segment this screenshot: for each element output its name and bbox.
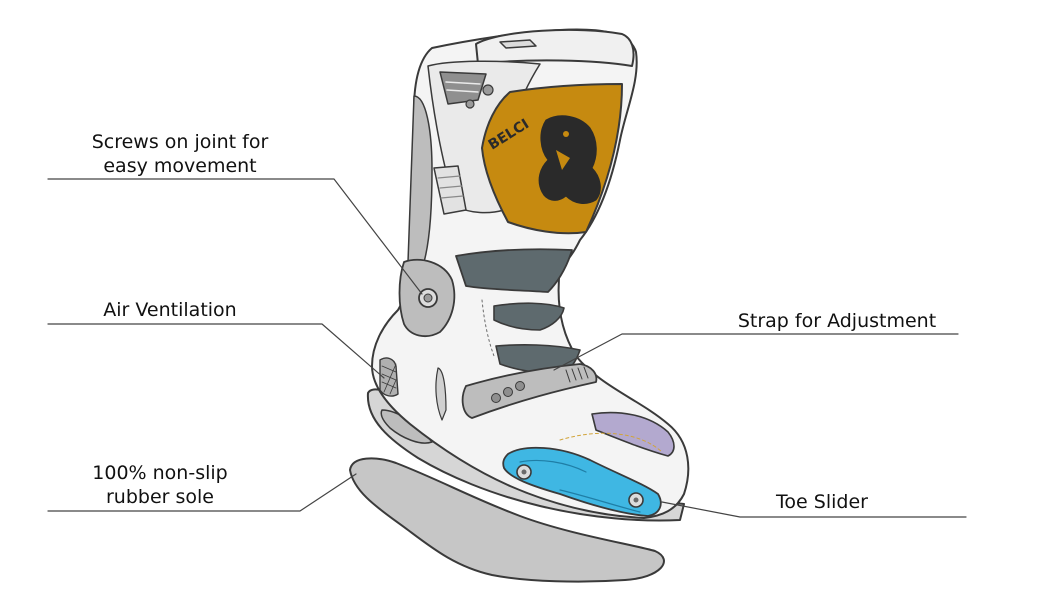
bear-logo-icon	[538, 115, 601, 204]
callout-sole-label: 100% non-slip rubber sole	[70, 461, 250, 509]
callout-screws-label: Screws on joint for easy movement	[70, 130, 290, 178]
strap-rivet-icon	[491, 393, 501, 403]
leader-strap	[553, 333, 959, 371]
leader-sole	[47, 473, 357, 512]
insole	[349, 457, 665, 583]
callout-sole-line2: rubber sole	[105, 486, 214, 508]
strap-rivet-icon	[515, 381, 525, 391]
leader-toe	[661, 501, 967, 518]
callout-toe-slider-label: Toe Slider	[776, 491, 868, 513]
heel-slot	[435, 367, 447, 421]
strap-rivet-icon	[503, 387, 513, 397]
callout-screws-line2: easy movement	[103, 155, 257, 177]
collar	[475, 28, 635, 67]
leader-screws	[47, 178, 423, 295]
callout-air-ventilation-label: Air Ventilation	[103, 299, 237, 321]
collar-notch	[499, 39, 537, 49]
side-strut	[407, 95, 433, 263]
upper-rivet	[482, 84, 494, 96]
callout-strap-label: Strap for Adjustment	[737, 310, 937, 332]
upper-vent	[439, 71, 487, 105]
callout-screws-line1: Screws on joint for	[91, 131, 269, 153]
callout-sole-line1: 100% non-slip	[92, 462, 228, 484]
leader-air	[47, 323, 385, 379]
strap-teeth	[565, 366, 589, 383]
middle-gusset	[493, 302, 565, 331]
toe-slider	[502, 446, 662, 517]
vent-holes-icon	[381, 363, 397, 395]
adjustment-strap	[461, 363, 598, 419]
upper-rivet	[465, 99, 475, 109]
upper-gusset	[455, 248, 573, 293]
leader-lines	[47, 178, 967, 518]
